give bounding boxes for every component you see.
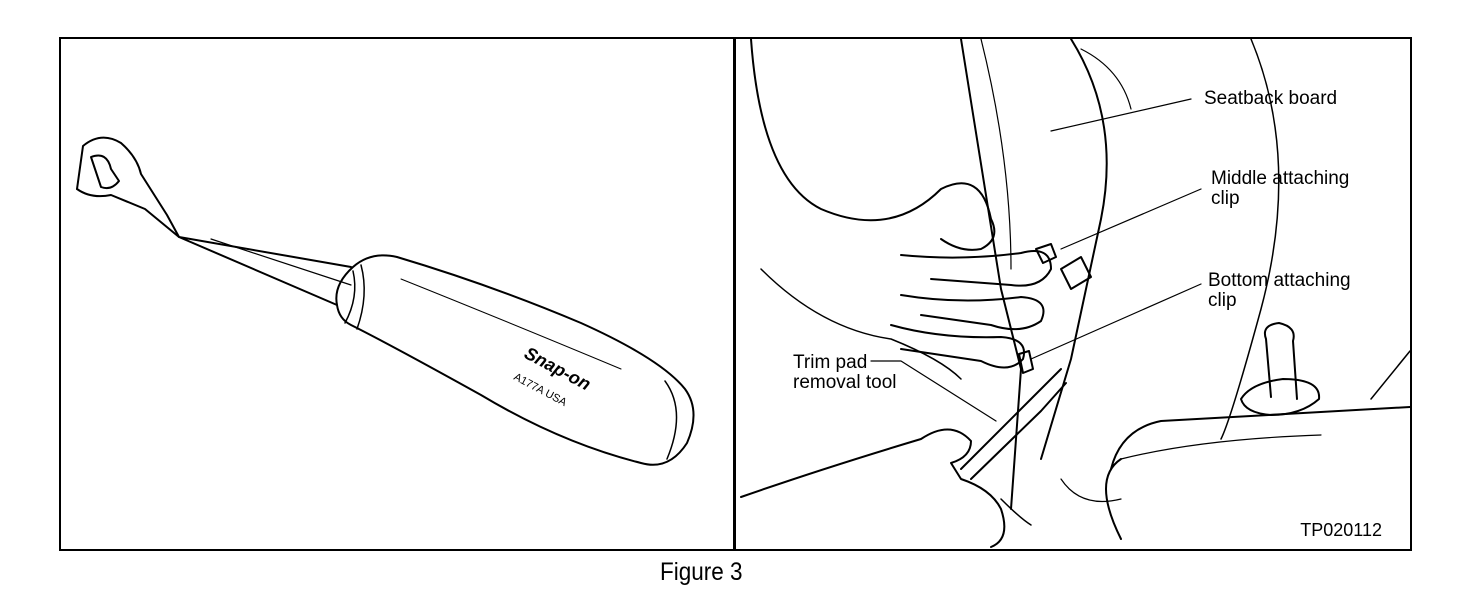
leader-bottom-clip bbox=[1030, 283, 1202, 360]
seat-removal-illustration bbox=[740, 39, 1410, 548]
figure-frame: Snap-on A177A USA bbox=[59, 37, 1412, 551]
leader-middle-clip bbox=[1060, 188, 1202, 250]
label-trim-pad-removal-tool: Trim pad removal tool bbox=[793, 352, 897, 393]
leader-seatback bbox=[1050, 98, 1192, 132]
seat-cushion-shape bbox=[1105, 406, 1410, 540]
label-seatback-board: Seatback board bbox=[1204, 88, 1338, 109]
trim-tool-in-use bbox=[960, 368, 1067, 480]
tool-shaft bbox=[76, 188, 352, 306]
bottom-clip-shape bbox=[1018, 350, 1034, 374]
tool-fork-tip bbox=[76, 136, 180, 238]
seatback-board-shape bbox=[960, 39, 1108, 510]
lower-hand-shape bbox=[740, 428, 1006, 548]
tool-handle bbox=[335, 254, 695, 466]
middle-clip-shape bbox=[1035, 243, 1057, 264]
label-bottom-attaching-clip: Bottom attaching clip bbox=[1208, 270, 1351, 311]
hand-shape bbox=[750, 39, 1052, 369]
panel-divider bbox=[733, 39, 736, 549]
leader-trim-tool bbox=[870, 360, 997, 422]
trim-tool-illustration: Snap-on A177A USA bbox=[76, 136, 695, 466]
headrest-post-shape bbox=[1263, 322, 1298, 400]
part-number: TP020112 bbox=[1300, 520, 1382, 540]
figure-caption: Figure 3 bbox=[660, 558, 743, 586]
tool-fork-notch bbox=[90, 154, 120, 190]
label-middle-attaching-clip: Middle attaching clip bbox=[1211, 168, 1350, 209]
